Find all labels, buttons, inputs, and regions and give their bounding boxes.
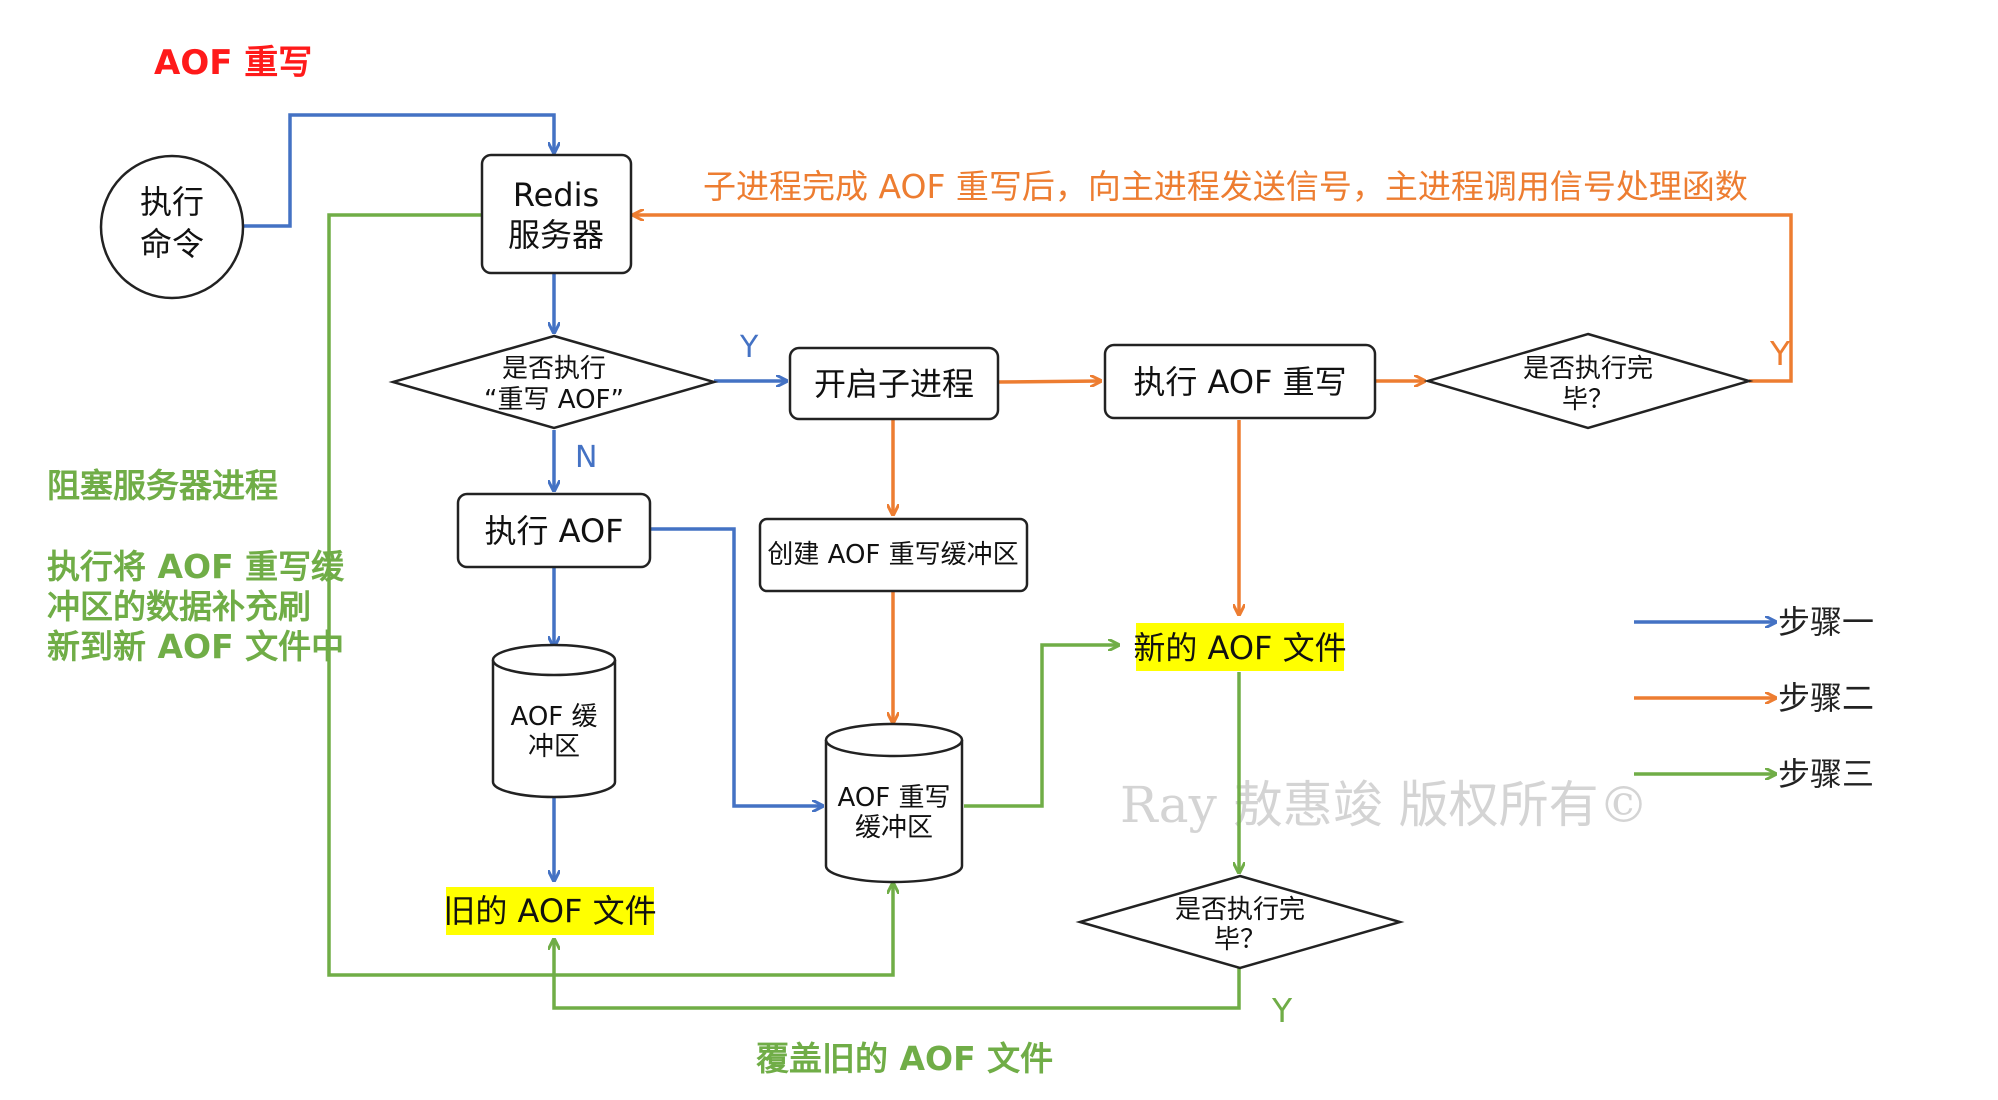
aof-buffer-cylinder: AOF 缓 冲区 (491, 643, 617, 799)
redis-server-node: Redis 服务器 (480, 153, 633, 275)
exec-aof-node: 执行 AOF (456, 492, 652, 569)
decision-rewrite-node: 是否执行 “重写 AOF” (388, 334, 719, 430)
decision-done-bottom-line1: 是否执行完 (1175, 895, 1305, 925)
create-buffer-label: 创建 AOF 重写缓冲区 (767, 540, 1018, 570)
fork-child-label: 开启子进程 (814, 365, 974, 403)
arrow-rewrite-buffer-to-new-file (964, 645, 1118, 808)
decision-done-top-line1: 是否执行完 (1523, 354, 1653, 384)
aof-buffer-line2: 冲区 (528, 732, 580, 762)
yes-label-decision-done-bottom: Y (1271, 991, 1293, 1030)
arrow-cmd-to-redis (243, 113, 554, 228)
exec-rewrite-node: 执行 AOF 重写 (1103, 343, 1377, 420)
decision-done-bottom-node: 是否执行完 毕？ (1075, 874, 1405, 970)
exec-command-line2: 命令 (140, 225, 204, 263)
decision-done-top-line2: 毕？ (1562, 385, 1614, 415)
flush-label-line1: 执行将 AOF 重写缓 (47, 547, 345, 586)
create-buffer-node: 创建 AOF 重写缓冲区 (758, 517, 1029, 593)
arrow-signal-to-redis (634, 215, 1793, 383)
exec-command-node: 执行 命令 (99, 154, 245, 300)
blue-connectors (243, 113, 822, 880)
yes-label-decision-rewrite: Y (739, 330, 759, 365)
yes-label-decision-done-top: Y (1769, 334, 1791, 373)
decision-done-bottom-line2: 毕？ (1214, 925, 1266, 955)
rewrite-buffer-cylinder: AOF 重写 缓冲区 (824, 722, 964, 884)
old-aof-file-label: 旧的 AOF 文件 (443, 892, 656, 930)
legend-label-2: 步骤二 (1778, 679, 1874, 717)
flush-label-line2: 冲区的数据补充刷 (47, 587, 311, 626)
decision-rewrite-line1: 是否执行 (502, 354, 606, 384)
rewrite-buffer-line2: 缓冲区 (855, 813, 933, 843)
watermark: Ray 敖惠竣 版权所有© (1120, 776, 1649, 834)
signal-label: 子进程完成 AOF 重写后，向主进程发送信号，主进程调用信号处理函数 (703, 167, 1748, 206)
arrow-exec-aof-to-rewrite-buffer (650, 527, 822, 806)
redis-server-line1: Redis (513, 176, 599, 214)
no-label-decision-rewrite: N (575, 440, 597, 475)
arrow-redis-to-rewrite-buffer-block (327, 213, 893, 977)
green-connectors (327, 213, 1241, 1010)
old-aof-file-highlight (446, 887, 654, 935)
arrow-overwrite-old-file (554, 940, 1241, 1010)
fork-child-node: 开启子进程 (788, 346, 1000, 421)
legend-label-3: 步骤三 (1778, 755, 1874, 793)
diagram-title: AOF 重写 (154, 43, 312, 83)
arrow-fork-to-rewrite (998, 381, 1100, 382)
flush-label-line3: 新到新 AOF 文件中 (47, 627, 344, 666)
old-aof-file-node: 旧的 AOF 文件 (443, 887, 657, 935)
legend-label-1: 步骤一 (1778, 603, 1874, 641)
new-aof-file-highlight (1136, 623, 1344, 671)
decision-rewrite-line2: “重写 AOF” (484, 385, 624, 415)
block-label: 阻塞服务器进程 (47, 466, 278, 505)
new-aof-file-node: 新的 AOF 文件 (1133, 623, 1347, 671)
exec-command-line1: 执行 (140, 183, 204, 221)
rewrite-buffer-line1: AOF 重写 (837, 783, 950, 813)
redis-server-line2: 服务器 (508, 216, 604, 254)
new-aof-file-label: 新的 AOF 文件 (1133, 629, 1346, 667)
exec-rewrite-label: 执行 AOF 重写 (1133, 363, 1346, 401)
overwrite-label: 覆盖旧的 AOF 文件 (756, 1039, 1053, 1078)
aof-buffer-line1: AOF 缓 (510, 702, 597, 732)
exec-aof-label: 执行 AOF (484, 512, 623, 550)
orange-connectors (634, 215, 1793, 722)
decision-done-top-node: 是否执行完 毕？ (1423, 332, 1754, 430)
